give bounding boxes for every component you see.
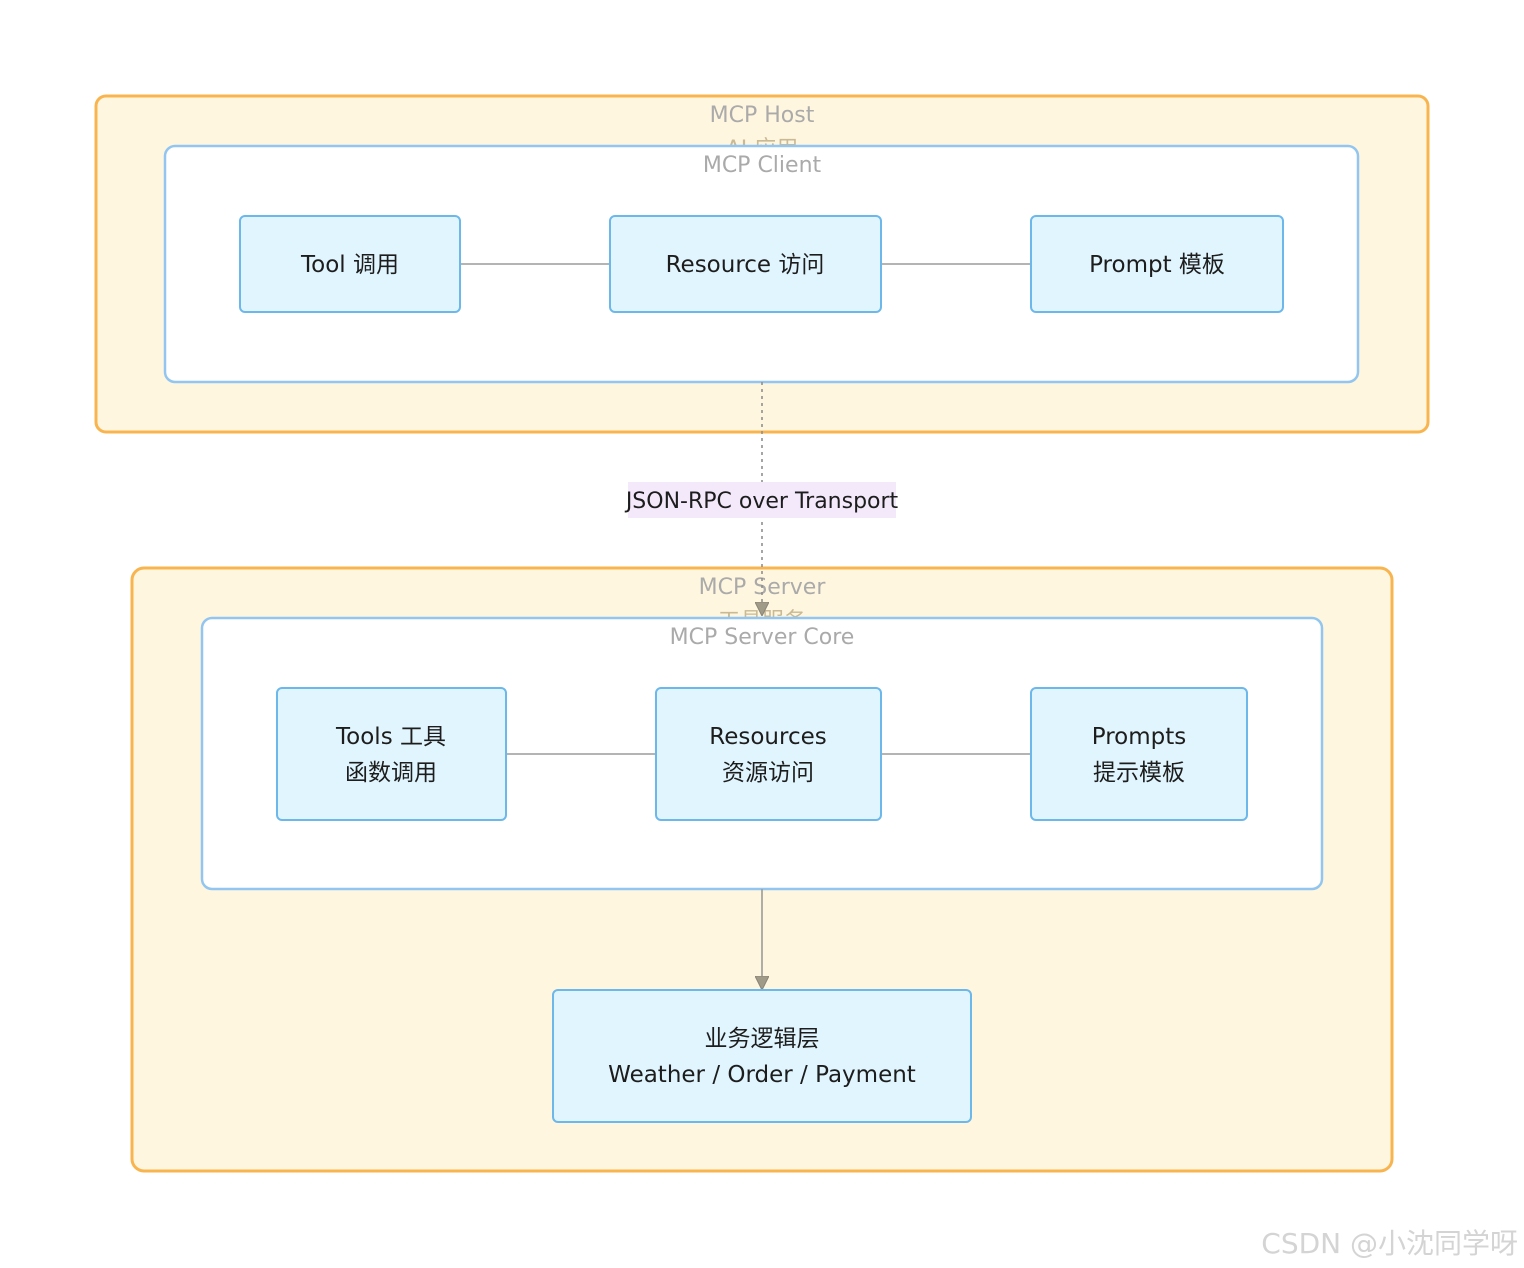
node-tools[interactable]: Tools 工具 函数调用 <box>276 687 507 821</box>
node-prompt[interactable]: Prompt 模板 <box>1030 215 1284 313</box>
transport-label: JSON-RPC over Transport <box>624 482 899 518</box>
node-tools-line-2: 函数调用 <box>345 760 437 786</box>
node-prompt-label: Prompt 模板 <box>1089 252 1225 278</box>
node-business-line-2: Weather / Order / Payment <box>608 1062 916 1088</box>
node-business-logic[interactable]: 业务逻辑层 Weather / Order / Payment <box>552 989 972 1123</box>
node-tool-label: Tool 调用 <box>300 252 399 278</box>
node-prompts[interactable]: Prompts 提示模板 <box>1030 687 1248 821</box>
transport-label-text: JSON-RPC over Transport <box>624 489 899 514</box>
watermark: CSDN @小沈同学呀 <box>1261 1227 1518 1260</box>
node-tool[interactable]: Tool 调用 <box>239 215 461 313</box>
server-core-title: MCP Server Core <box>670 625 855 650</box>
client-title: MCP Client <box>703 153 822 178</box>
host-title: MCP Host <box>710 103 815 128</box>
node-resource[interactable]: Resource 访问 <box>609 215 882 313</box>
node-resources[interactable]: Resources 资源访问 <box>655 687 882 821</box>
node-resource-label: Resource 访问 <box>666 252 825 278</box>
node-tools-line-1: Tools 工具 <box>335 724 446 750</box>
node-resources-line-1: Resources <box>709 724 826 750</box>
node-resources-line-2: 资源访问 <box>722 760 814 786</box>
node-business-line-1: 业务逻辑层 <box>705 1026 820 1052</box>
node-prompts-line-1: Prompts <box>1092 724 1187 750</box>
node-prompts-line-2: 提示模板 <box>1093 760 1185 786</box>
